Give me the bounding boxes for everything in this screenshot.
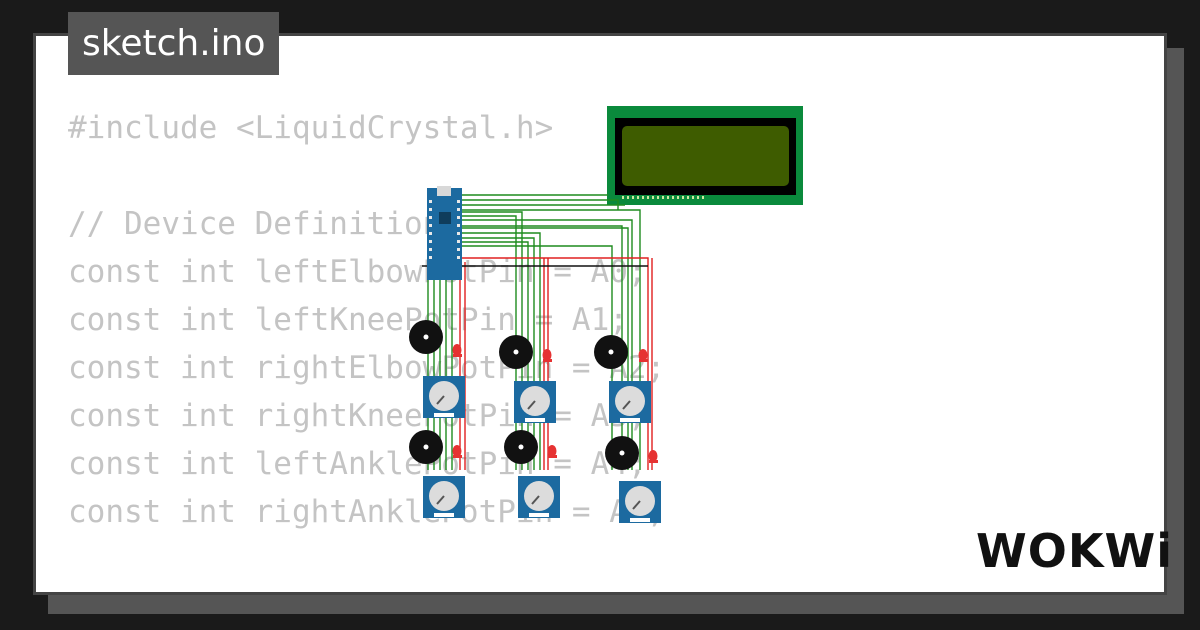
potentiometer-icon (514, 381, 556, 423)
potentiometer-icon (423, 476, 465, 518)
lcd-display (607, 106, 803, 205)
led-icon (547, 445, 557, 458)
code-line: const int rightKneePotPin = A3; (68, 398, 647, 434)
potentiometer-icon (518, 476, 560, 518)
buzzer-icon (605, 436, 639, 470)
buzzer-icon (504, 430, 538, 464)
code-line: const int leftElbowLedPin = 2; (68, 584, 665, 592)
potentiometer-icon (619, 481, 661, 523)
buzzer-icon (409, 430, 443, 464)
code-preview: #include <LiquidCrystal.h> // Device Defi… (68, 104, 666, 592)
file-title-tab: sketch.ino (68, 12, 280, 75)
buzzer-icon (594, 335, 628, 369)
led-icon (638, 349, 648, 362)
code-line: const int leftKneePotPin = A1; (68, 302, 628, 338)
code-line: const int rightElbowPotPin = A2; (68, 350, 666, 386)
potentiometers (423, 376, 661, 523)
leds (452, 344, 658, 463)
led-icon (542, 349, 552, 362)
preview-card: #include <LiquidCrystal.h> // Device Defi… (33, 33, 1167, 595)
code-line: const int leftAnklePotPin = A4; (68, 446, 647, 482)
led-icon (452, 445, 462, 458)
buzzers (409, 320, 639, 470)
potentiometer-icon (609, 381, 651, 423)
led-icon (452, 344, 462, 357)
buzzer-icon (499, 335, 533, 369)
led-icon (648, 450, 658, 463)
buzzer-icon (409, 320, 443, 354)
code-line: const int leftElbowPotPin = A0; (68, 254, 647, 290)
code-line: // Device Definitions (68, 206, 460, 242)
potentiometer-icon (423, 376, 465, 418)
wokwi-logo: WOKWi (976, 524, 1173, 578)
code-line: #include <LiquidCrystal.h> (68, 110, 554, 146)
arduino-nano (427, 186, 462, 280)
